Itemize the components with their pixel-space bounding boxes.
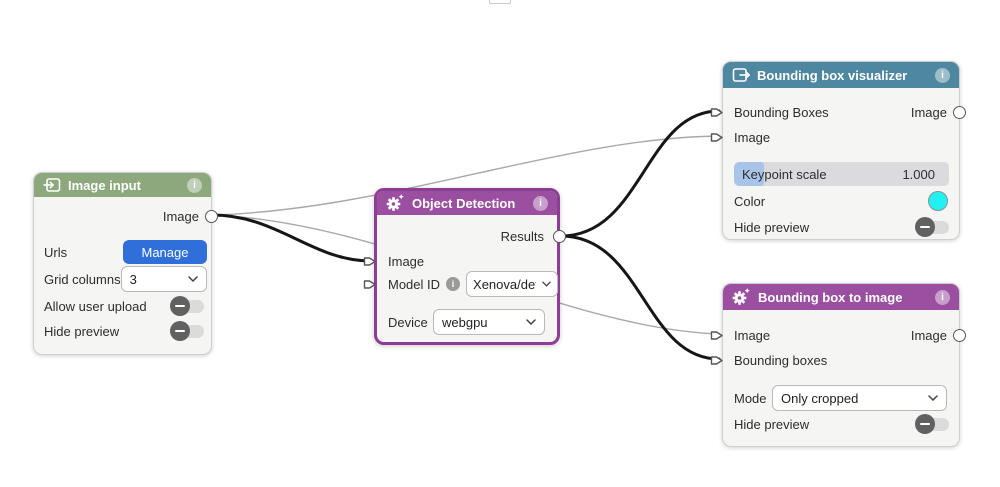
wire-imageinput-to-objectdetection-image[interactable]: [210, 213, 373, 263]
chevron-down-icon: [526, 319, 536, 325]
field-label: Color: [734, 193, 766, 209]
input-row-image: Image: [363, 249, 548, 273]
node-bounding-box-to-image[interactable]: Bounding box to image i Image Image Boun…: [710, 283, 966, 447]
toggle-knob: [170, 296, 190, 316]
input-row-model-id: Model ID i Xenova/det: [363, 271, 559, 297]
field-row-hide-preview: Hide preview: [44, 320, 204, 342]
input-port-bounding-boxes[interactable]: [710, 106, 724, 119]
field-row-urls: Urls Manage: [44, 240, 207, 264]
field-label: Urls: [44, 244, 68, 260]
node-title: Bounding box visualizer: [757, 67, 908, 83]
field-row-mode: Mode Only cropped: [734, 385, 947, 411]
input-label: Bounding boxes: [734, 352, 828, 368]
field-label: Hide preview: [734, 416, 810, 432]
grid-columns-select[interactable]: 3: [120, 266, 207, 292]
info-icon[interactable]: i: [187, 177, 202, 193]
node-bounding-box-visualizer[interactable]: Bounding box visualizer i Bounding Boxes…: [710, 61, 966, 240]
node-image-input[interactable]: Image input i Image Urls Manage Grid col…: [33, 172, 218, 355]
chevron-down-icon: [928, 395, 938, 401]
chevron-down-icon: [542, 281, 551, 287]
color-swatch[interactable]: [928, 191, 948, 211]
field-row-grid-columns: Grid columns 3: [44, 266, 207, 292]
gear-sparkle-icon: [732, 288, 751, 306]
output-port-results[interactable]: [553, 229, 566, 243]
field-label: Keypoint scale: [742, 166, 827, 182]
input-label: Bounding Boxes: [734, 104, 829, 120]
field-label: Device: [388, 314, 428, 330]
input-port-image[interactable]: [363, 255, 377, 268]
output-label: Image: [910, 104, 947, 120]
node-header-bbox-to-image[interactable]: Bounding box to image i: [723, 284, 959, 310]
node-title: Bounding box to image: [758, 289, 903, 305]
field-row-hide-preview: Hide preview: [734, 413, 949, 435]
hide-preview-toggle[interactable]: [915, 414, 949, 434]
field-row-hide-preview: Hide preview: [734, 216, 949, 238]
field-label: Grid columns: [44, 271, 121, 287]
output-row-image: Image: [34, 204, 218, 228]
io-row-image: Image Image: [710, 323, 966, 347]
output-label: Results: [500, 228, 544, 244]
import-icon: [43, 177, 61, 193]
field-row-color: Color: [734, 190, 948, 212]
info-icon[interactable]: i: [935, 289, 950, 305]
output-port-image[interactable]: [953, 105, 966, 119]
output-port-image[interactable]: [205, 209, 218, 223]
field-value: 1.000: [902, 166, 935, 182]
toggle-knob: [170, 321, 190, 341]
node-header-object-detection[interactable]: Object Detection i: [377, 191, 557, 215]
toggle-knob: [915, 414, 935, 434]
input-label: Image: [734, 129, 771, 145]
toggle-knob: [915, 217, 935, 237]
node-title: Image input: [68, 177, 141, 193]
output-label: Image: [162, 208, 199, 224]
select-value: webgpu: [442, 314, 488, 330]
mode-select[interactable]: Only cropped: [772, 385, 947, 411]
toolbar-button-fragment[interactable]: [489, 0, 511, 4]
input-port-bounding-boxes[interactable]: [710, 354, 724, 367]
output-port-image[interactable]: [953, 328, 966, 342]
field-label: Allow user upload: [44, 298, 147, 314]
input-label: Model ID: [388, 276, 441, 292]
model-id-info-icon[interactable]: i: [446, 277, 461, 291]
hide-preview-toggle[interactable]: [170, 321, 204, 341]
wire-results-to-bboximage-boxes[interactable]: [559, 234, 721, 361]
keypoint-scale-fill: [734, 162, 764, 186]
output-row-results: Results: [377, 224, 566, 248]
manage-button[interactable]: Manage: [123, 240, 207, 264]
wire-results-to-boundingboxes[interactable]: [559, 109, 721, 238]
node-title: Object Detection: [412, 195, 516, 211]
hide-preview-toggle[interactable]: [915, 217, 949, 237]
input-port-image[interactable]: [710, 131, 724, 144]
input-port-model-id[interactable]: [363, 278, 377, 291]
model-id-select[interactable]: Xenova/det: [466, 271, 559, 297]
input-port-image[interactable]: [710, 329, 724, 342]
keypoint-scale-drag-input[interactable]: Keypoint scale 1.000: [734, 162, 949, 186]
chevron-down-icon: [188, 276, 198, 282]
field-label: Mode: [734, 390, 767, 406]
field-row-allow-upload: Allow user upload: [44, 295, 204, 317]
node-header-bbox-visualizer[interactable]: Bounding box visualizer i: [723, 62, 959, 88]
select-value: Only cropped: [781, 390, 859, 406]
output-label: Image: [910, 327, 947, 343]
select-value: 3: [129, 271, 137, 287]
input-row-image: Image: [710, 125, 947, 149]
field-row-device: Device webgpu: [388, 309, 545, 335]
field-label: Hide preview: [44, 323, 120, 339]
node-header-image-input[interactable]: Image input i: [34, 173, 211, 197]
allow-upload-toggle[interactable]: [170, 296, 204, 316]
field-label: Hide preview: [734, 219, 810, 235]
input-label: Image: [388, 253, 425, 269]
gear-sparkle-icon: [386, 194, 405, 212]
info-icon[interactable]: i: [935, 67, 950, 83]
io-row-boundingboxes-image: Bounding Boxes Image: [710, 100, 966, 124]
info-icon[interactable]: i: [533, 195, 548, 211]
wire-imageinput-to-visualizer-image[interactable]: [211, 135, 720, 216]
input-row-bounding-boxes: Bounding boxes: [710, 348, 947, 372]
node-object-detection[interactable]: Object Detection i Results Image Model I…: [363, 188, 566, 345]
device-select[interactable]: webgpu: [433, 309, 545, 335]
input-label: Image: [734, 327, 771, 343]
export-icon: [732, 67, 750, 83]
select-value: Xenova/det: [473, 276, 537, 292]
